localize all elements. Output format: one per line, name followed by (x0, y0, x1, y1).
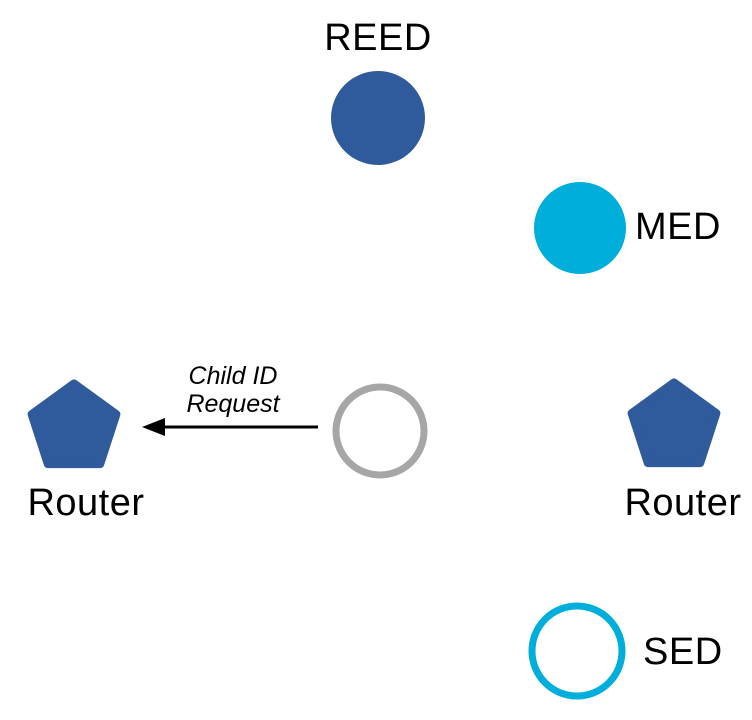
sed-node-label: SED (643, 631, 723, 673)
joining-device-circle (332, 383, 428, 479)
child-id-request-message-label: Child ID Request (186, 362, 279, 418)
med-node-label: MED (635, 206, 721, 248)
reed-node-label: REED (324, 17, 432, 59)
med-node-circle (534, 182, 626, 274)
child-id-request-message-line2: Request (186, 390, 280, 418)
child-id-request-arrowhead (142, 418, 165, 436)
router-left-pentagon (27, 379, 121, 469)
sed-node-circle (528, 602, 626, 700)
child-id-request-message-line1: Child ID (188, 362, 278, 390)
router-left-node-label: Router (27, 482, 145, 524)
router-right-node-label: Router (624, 482, 742, 524)
router-right-pentagon (627, 378, 721, 468)
reed-node-circle (331, 71, 425, 165)
